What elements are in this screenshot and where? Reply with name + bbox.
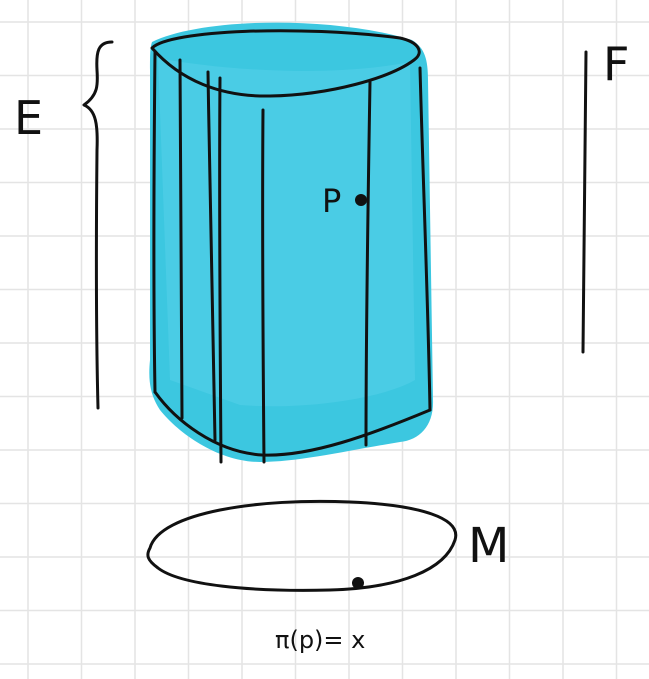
projection-point [352, 577, 364, 589]
projection-label: π(p)= x [275, 626, 365, 654]
base-space-ellipse [146, 499, 458, 592]
cylinder-outline [150, 29, 432, 457]
fiber-line [218, 76, 223, 464]
point-p-label: P [322, 182, 341, 220]
cylinder-highlight [158, 58, 415, 407]
base-space-label: M [468, 518, 509, 574]
total-space-label: E [14, 91, 43, 145]
fiber-line [206, 70, 217, 442]
fiber-line-f [581, 50, 588, 354]
fibers [178, 58, 372, 464]
point-p [355, 194, 367, 206]
fiber-line [261, 108, 266, 464]
fiber-line [178, 58, 184, 420]
fiber-line [364, 80, 372, 447]
e-brace [82, 40, 114, 410]
fiber-label: F [603, 37, 629, 91]
